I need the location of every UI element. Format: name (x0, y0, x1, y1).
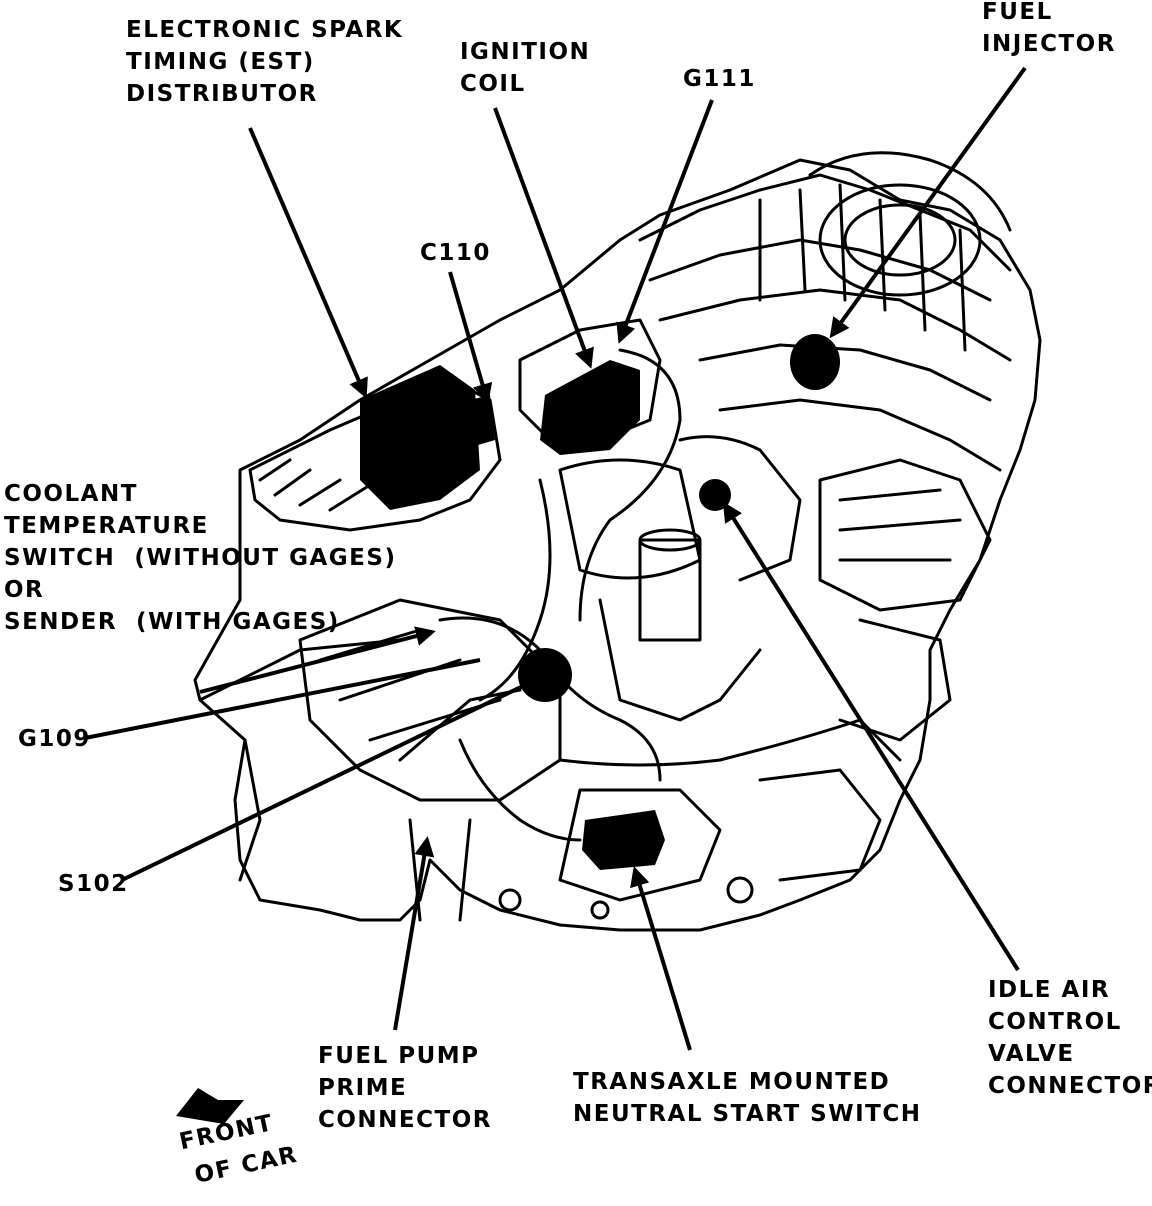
leader-neutral-start-switch (630, 866, 692, 1051)
label-line: C110 (420, 240, 491, 266)
leader-ignition-coil (493, 107, 594, 369)
label-line: VALVE (988, 1041, 1075, 1067)
label-line: COIL (460, 71, 526, 97)
label-fuel-pump-connector: FUEL PUMP PRIME CONNECTOR (318, 1040, 492, 1136)
label-line: G109 (18, 726, 91, 752)
leader-s102 (121, 683, 526, 882)
label-coolant-switch: COOLANT TEMPERATURE SWITCH (WITHOUT GAGE… (4, 478, 396, 638)
label-line: IGNITION (460, 39, 591, 65)
leader-fuel-injector (829, 66, 1027, 339)
engine-outline (193, 158, 1042, 932)
distributor-cap (360, 365, 480, 510)
label-ignition-coil: IGNITION COIL (460, 36, 590, 100)
fuel-injector-mark (790, 334, 840, 390)
ignition-coil-body (540, 360, 640, 455)
leader-fuel-pump-connector (393, 836, 435, 1031)
label-line: TEMPERATURE (4, 513, 209, 539)
leader-g109 (84, 658, 481, 740)
s102-splice-mark (518, 648, 572, 702)
label-line: NEUTRAL START SWITCH (573, 1101, 922, 1127)
label-line: PRIME (318, 1075, 408, 1101)
leader-idle-air-control (722, 501, 1020, 972)
label-line: CONNECTOR (988, 1073, 1152, 1099)
label-line: DISTRIBUTOR (126, 81, 318, 107)
label-c110: C110 (420, 237, 491, 269)
label-line: CONNECTOR (318, 1107, 492, 1133)
label-est-distributor: ELECTRONIC SPARK TIMING (EST) DISTRIBUTO… (126, 14, 403, 110)
leader-c110 (448, 271, 493, 404)
front-of-car-arrow-icon (176, 1088, 244, 1124)
leader-g111 (616, 99, 714, 344)
label-g109: G109 (18, 723, 91, 755)
label-line: S102 (58, 871, 129, 897)
leader-est-distributor (248, 127, 368, 399)
label-fuel-injector: FUEL INJECTOR (982, 0, 1116, 60)
leader-coolant-switch (199, 626, 436, 694)
label-s102: S102 (58, 868, 129, 900)
label-line: INJECTOR (982, 31, 1116, 57)
label-line: FUEL PUMP (318, 1043, 480, 1069)
label-line: TIMING (EST) (126, 49, 315, 75)
c110-connector-mark (470, 395, 495, 445)
label-g111: G111 (683, 63, 756, 95)
label-line: G111 (683, 66, 756, 92)
label-line: SENDER (WITH GAGES) (4, 609, 340, 635)
label-neutral-start-switch: TRANSAXLE MOUNTED NEUTRAL START SWITCH (573, 1066, 921, 1130)
label-line: IDLE AIR (988, 977, 1111, 1003)
label-line: OR (4, 577, 45, 603)
neutral-start-switch-body (582, 810, 665, 870)
label-line: SWITCH (WITHOUT GAGES) (4, 545, 397, 571)
label-line: CONTROL (988, 1009, 1122, 1035)
label-idle-air-control: IDLE AIR CONTROL VALVE CONNECTOR (988, 974, 1152, 1102)
label-line: TRANSAXLE MOUNTED (573, 1069, 891, 1095)
label-line: ELECTRONIC SPARK (126, 17, 404, 43)
label-line: COOLANT (4, 481, 138, 507)
label-line: FUEL (982, 0, 1053, 25)
